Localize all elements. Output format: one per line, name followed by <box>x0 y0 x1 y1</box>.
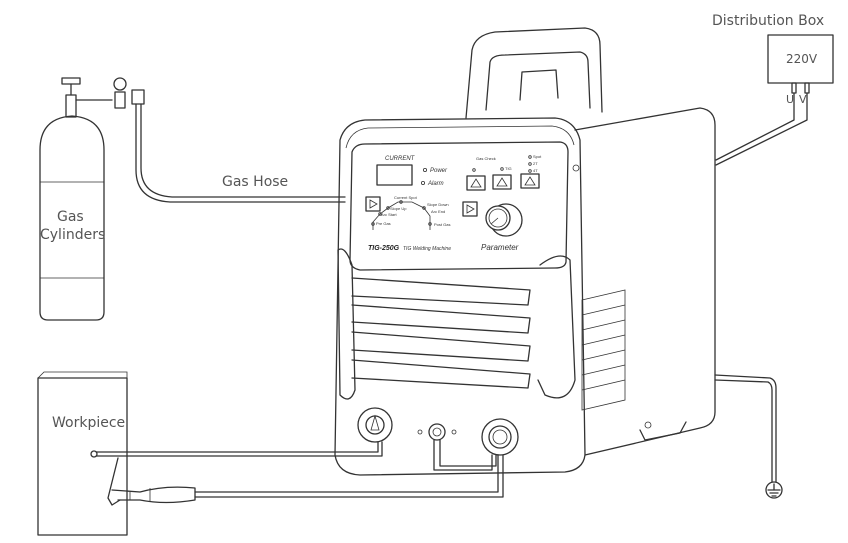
spot-label: Spot <box>533 154 542 159</box>
welding-sequence-graph <box>372 201 431 230</box>
gas-cylinder <box>39 77 145 321</box>
output-connectors <box>357 407 519 456</box>
post-gas-label: Post Gas <box>434 222 450 227</box>
positive-terminal <box>481 418 519 456</box>
2t-label: 2T <box>533 161 538 166</box>
slope-down-label: Slope Down <box>427 202 449 207</box>
gas-check-button[interactable] <box>466 175 486 191</box>
current-spot-label: Current Spot <box>394 195 418 200</box>
negative-terminal <box>357 407 393 443</box>
pressure-gauge-icon <box>113 77 127 91</box>
distribution-box <box>767 34 834 84</box>
power-cable <box>715 82 810 166</box>
gas-cylinders-label-line2: Cylinders <box>40 227 105 243</box>
parameter-label: Parameter <box>481 243 519 252</box>
power-indicator-label: Power <box>430 168 448 174</box>
ground-clamp-cable <box>94 441 379 453</box>
ground-wire <box>714 374 777 483</box>
torch-cable <box>194 454 499 493</box>
parameter-select-left-button[interactable] <box>365 196 381 212</box>
slope-up-label: Slope Up <box>390 206 407 211</box>
tig-torch <box>107 457 196 506</box>
gas-hose-label: Gas Hose <box>222 174 288 190</box>
pre-gas-label: Pre Gas <box>376 221 391 226</box>
trigger-mode-button[interactable] <box>520 173 540 189</box>
terminal-v-label: V <box>799 93 807 106</box>
gas-cylinders-label-line1: Gas <box>57 209 84 225</box>
workpiece-label: Workpiece <box>52 415 125 431</box>
gas-check-label: Gas Check <box>476 156 496 161</box>
machine-front <box>334 117 586 476</box>
control-panel: CURRENT Power Alarm Gas Check TIG Spot 2… <box>349 141 569 271</box>
model-label: TIG-250G <box>368 245 400 252</box>
machine-side <box>574 107 716 456</box>
tig-mode-button[interactable] <box>492 174 512 190</box>
machine-handle <box>465 27 603 119</box>
control-socket <box>428 423 446 441</box>
parameter-select-right-button[interactable] <box>462 201 478 217</box>
terminal-u-label: U <box>786 93 794 106</box>
side-vents <box>581 289 626 411</box>
earth-ground-icon <box>765 481 783 499</box>
tig-label: TIG <box>505 166 512 171</box>
machine-name-label: TIG Welding Machine <box>403 246 451 252</box>
ground-clamp <box>90 450 98 458</box>
current-label: CURRENT <box>385 156 416 162</box>
workpiece <box>37 377 128 536</box>
distribution-box-label: Distribution Box <box>712 13 824 29</box>
arc-start-label: Arc Start <box>381 212 397 217</box>
current-display <box>376 164 413 186</box>
voltage-label: 220V <box>786 52 818 66</box>
front-louvers <box>337 248 576 400</box>
4t-label: 4T <box>533 168 538 173</box>
gas-hose <box>135 103 346 203</box>
arc-end-label: Arc End <box>431 209 445 214</box>
alarm-indicator-label: Alarm <box>427 181 444 187</box>
